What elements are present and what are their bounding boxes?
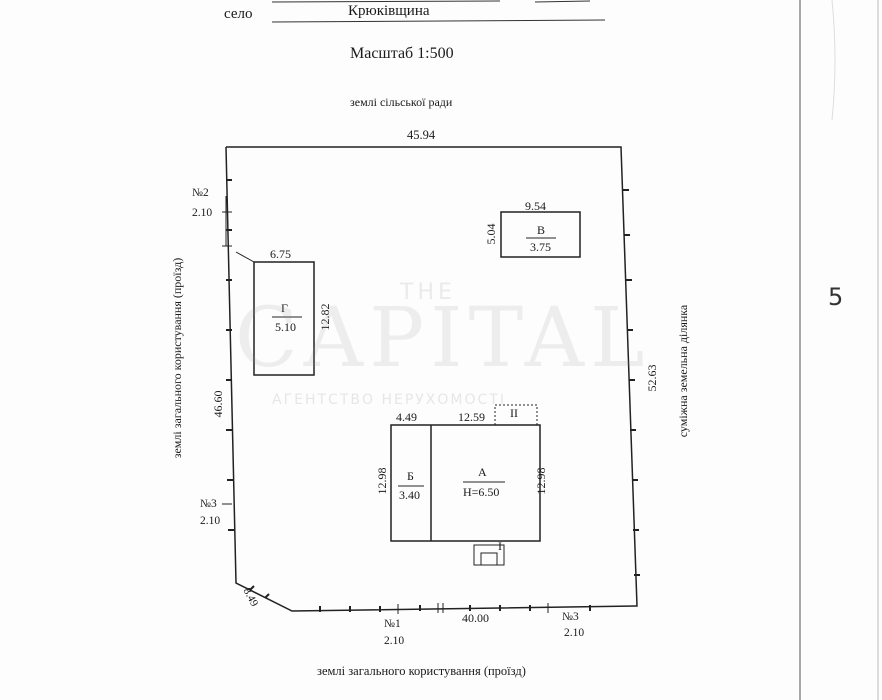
marker-3-value: 2.10 bbox=[200, 515, 221, 527]
marker-1-id: №1 bbox=[384, 618, 401, 630]
top-underline bbox=[271, 0, 501, 3]
boundary-left: землі загального користування (проїзд) bbox=[170, 257, 184, 459]
boundary-top: землі сільської ради bbox=[350, 95, 453, 109]
building-b-letter: Б bbox=[407, 469, 414, 483]
margin-page-note: 5 bbox=[828, 283, 844, 311]
building-v bbox=[500, 211, 581, 258]
settlement-underline bbox=[271, 19, 606, 23]
building-g-width: 6.75 bbox=[270, 247, 291, 261]
marker-3b-value: 2.10 bbox=[564, 627, 585, 639]
building-ab bbox=[390, 424, 541, 542]
building-b-width: 4.49 bbox=[396, 410, 417, 424]
watermark-capital: CAPITAL bbox=[235, 291, 651, 386]
porch-steps bbox=[480, 552, 498, 566]
watermark-the: THE bbox=[400, 280, 456, 305]
building-b-length: 12.98 bbox=[375, 467, 389, 495]
building-g bbox=[253, 261, 315, 376]
building-g-letter: Г bbox=[281, 301, 288, 315]
marker-3-id: №3 bbox=[200, 498, 217, 510]
plot-boundary bbox=[225, 146, 638, 612]
marker-1-value: 2.10 bbox=[384, 635, 405, 647]
building-v-height: 3.75 bbox=[530, 240, 551, 254]
boundary-ticks bbox=[226, 179, 640, 612]
marker-3b-id: №3 bbox=[562, 611, 579, 623]
top-underline-2 bbox=[534, 0, 591, 3]
porch-top-label: II bbox=[510, 406, 518, 420]
building-a-width: 12.59 bbox=[458, 410, 485, 424]
marker-2-id: №2 bbox=[192, 187, 209, 199]
building-v-width: 9.54 bbox=[525, 199, 546, 213]
building-b-height: 3.40 bbox=[399, 488, 420, 502]
watermark-subtitle: АГЕНТСТВО НЕРУХОМОСТІ bbox=[272, 392, 506, 408]
building-v-length: 5.04 bbox=[484, 223, 498, 245]
porch-top bbox=[494, 404, 538, 426]
settlement-name: Крюківщина bbox=[348, 3, 430, 19]
dim-left: 46.60 bbox=[211, 390, 225, 418]
boundary-right: суміжна земельна ділянка bbox=[676, 304, 690, 438]
marker-2-value: 2.10 bbox=[192, 207, 213, 219]
dim-top: 45.94 bbox=[407, 128, 436, 142]
scale-label: Масштаб 1:500 bbox=[350, 45, 454, 62]
boundary-bottom: землі загального користування (проїзд) bbox=[317, 664, 526, 678]
building-a-height: H=6.50 bbox=[463, 485, 500, 499]
building-a-length: 12.98 bbox=[534, 467, 548, 495]
building-v-letter: В bbox=[537, 223, 546, 237]
porch-bottom-label: I bbox=[498, 539, 502, 553]
building-g-height: 5.10 bbox=[275, 320, 296, 334]
building-a-letter: А bbox=[478, 465, 487, 479]
dim-bottom: 40.00 bbox=[462, 611, 489, 625]
settlement-label: село bbox=[224, 6, 253, 22]
margin-bracket bbox=[831, 0, 836, 121]
building-g-leader bbox=[235, 251, 255, 263]
